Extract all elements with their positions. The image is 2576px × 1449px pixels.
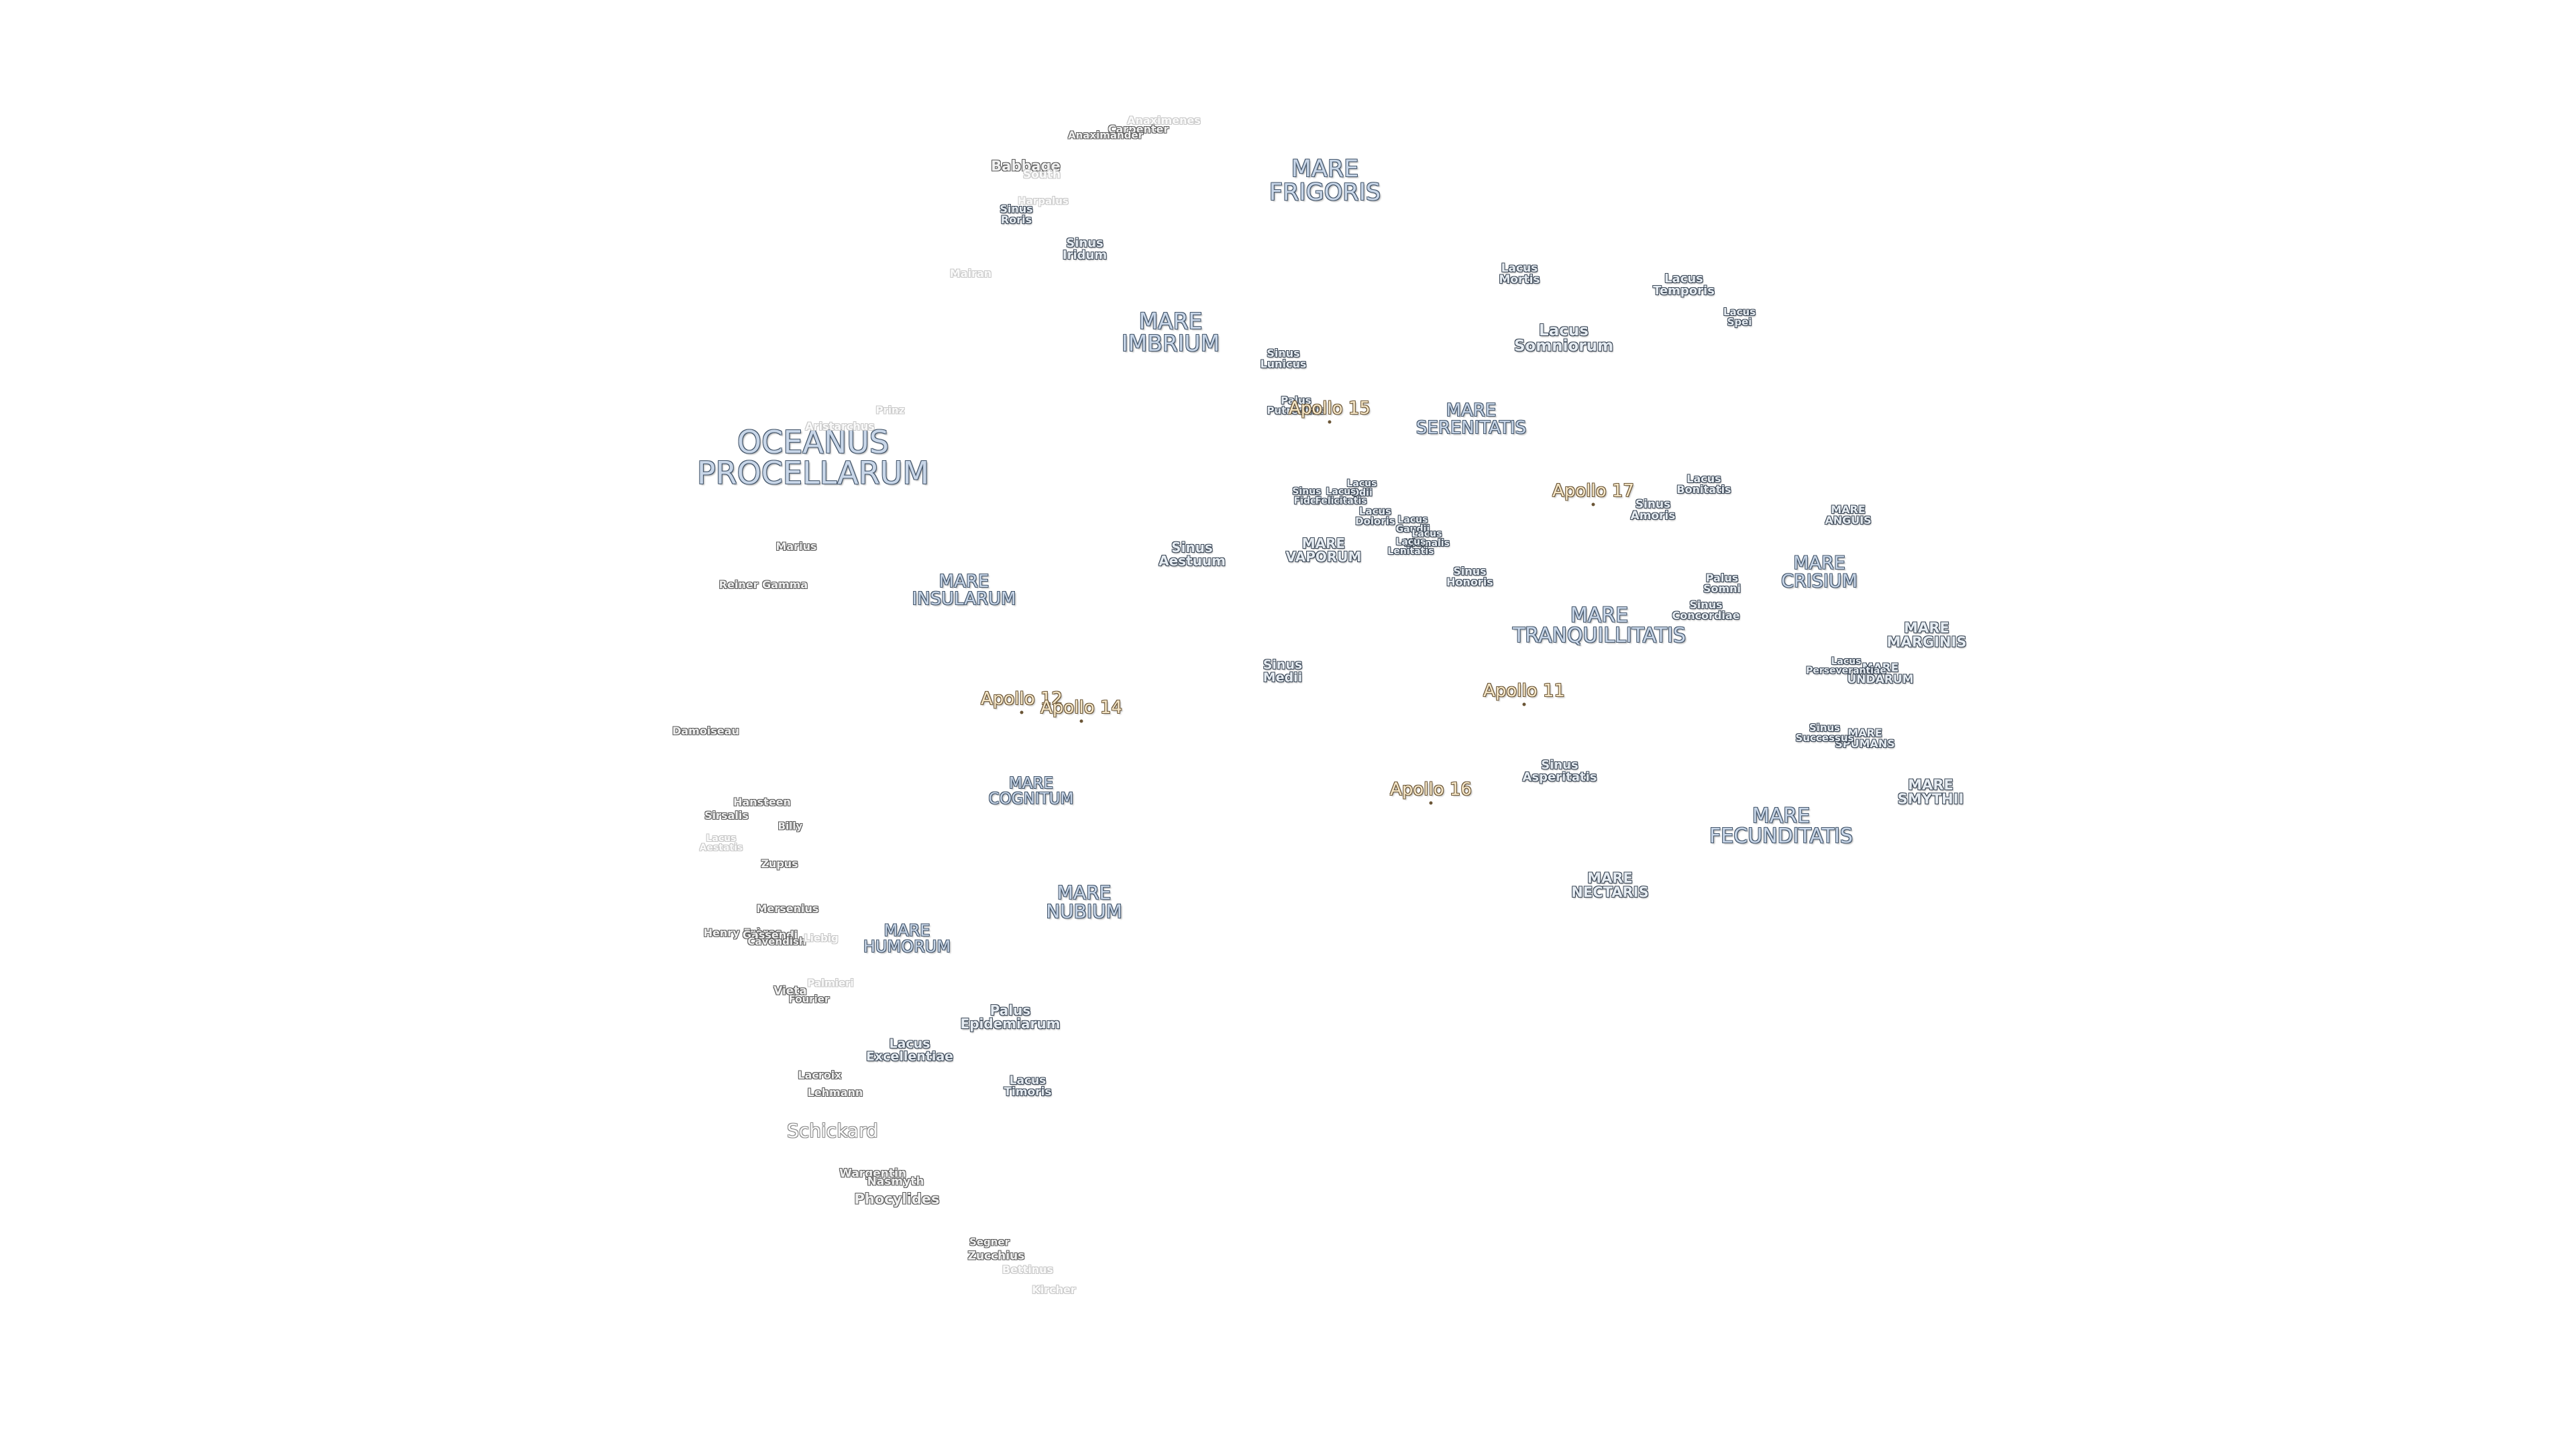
label-prinz[interactable]: Prinz (875, 404, 905, 417)
label-sinus-lunicus[interactable]: Sinus Lunicus (1260, 347, 1307, 370)
label-apollo-14[interactable]: Apollo 14 (1040, 698, 1122, 718)
label-palmieri[interactable]: Palmieri (807, 977, 854, 989)
label-palus-epidemiarum[interactable]: Palus Epidemiarum (960, 1002, 1061, 1032)
label-lacus-perseverantiae[interactable]: Lacus Perseverantiae (1806, 656, 1886, 676)
label-lacus-spei[interactable]: Lacus Spei (1723, 306, 1756, 328)
landing-site-marker[interactable] (1522, 702, 1526, 706)
label-bettinus[interactable]: Bettinus (1002, 1263, 1054, 1276)
label-sinus-roris[interactable]: Sinus Roris (1000, 203, 1033, 226)
label-lacus-odii[interactable]: Lacus Odii (1346, 478, 1377, 498)
label-phocylides[interactable]: Phocylides (854, 1191, 940, 1208)
label-kircher[interactable]: Kircher (1032, 1283, 1076, 1296)
label-lacus-temporis[interactable]: Lacus Temporis (1653, 272, 1715, 298)
label-mare-serenitatis[interactable]: MARE SERENITATIS (1415, 400, 1527, 438)
label-sinus-asperitatis[interactable]: Sinus Asperitatis (1522, 758, 1597, 784)
label-henry-freres[interactable]: Henry Frères (703, 926, 782, 939)
label-lacus-excellentiae[interactable]: Lacus Excellentiae (865, 1036, 954, 1064)
label-palus-somni[interactable]: Palus Somni (1703, 572, 1741, 595)
label-sinus-iridum[interactable]: Sinus Iridum (1062, 236, 1108, 262)
label-sinus-honoris[interactable]: Sinus Honoris (1446, 565, 1493, 588)
label-mare-humorum[interactable]: MARE HUMORUM (863, 921, 951, 956)
label-mare-marginis[interactable]: MARE MARGINIS (1886, 620, 1967, 650)
label-mare-imbrium[interactable]: MARE IMBRIUM (1121, 308, 1220, 356)
label-lacus-aestatis[interactable]: Lacus Aestatis (699, 833, 743, 853)
label-carpenter[interactable]: Carpenter (1108, 123, 1169, 136)
label-apollo-17[interactable]: Apollo 17 (1552, 481, 1634, 501)
label-lacus-felicitatis[interactable]: Lacus Felicitatis (1315, 486, 1367, 506)
label-lacus-gaudii[interactable]: Lacus Gaudii (1395, 515, 1430, 535)
label-marius[interactable]: Marius (775, 540, 817, 553)
label-lacus-lenitatis[interactable]: Lacus Lenitatis (1387, 537, 1434, 557)
label-mare-undarum[interactable]: MARE UNDARUM (1847, 661, 1914, 686)
label-mare-smythii[interactable]: MARE SMYTHII (1897, 777, 1964, 807)
label-palus-putredinis[interactable]: Palus Putredinis (1267, 394, 1326, 417)
label-apollo-12[interactable]: Apollo 12 (981, 689, 1063, 709)
landing-site-marker[interactable] (1591, 502, 1595, 506)
label-harpalus[interactable]: Harpalus (1018, 195, 1069, 207)
label-reiner-gamma[interactable]: Reiner Gamma (718, 578, 808, 591)
label-oceanus-procellarum[interactable]: OCEANUS PROCELLARUM (696, 424, 930, 491)
label-lacus-hiemalis[interactable]: Lacus Hiemalis (1404, 529, 1450, 549)
label-lehmann[interactable]: Lehmann (807, 1086, 863, 1099)
label-billy[interactable]: Billy (777, 820, 803, 833)
label-apollo-11[interactable]: Apollo 11 (1483, 681, 1565, 701)
label-mare-nubium[interactable]: MARE NUBIUM (1046, 881, 1122, 922)
label-apollo-16[interactable]: Apollo 16 (1390, 780, 1472, 800)
label-vieta[interactable]: Vieta (773, 984, 807, 998)
label-lacus-mortis[interactable]: Lacus Mortis (1499, 262, 1540, 286)
label-mare-nectaris[interactable]: MARE NECTARIS (1571, 870, 1649, 900)
label-apollo-15[interactable]: Apollo 15 (1289, 398, 1371, 419)
landing-site-marker[interactable] (1429, 801, 1433, 804)
label-zupus[interactable]: Zupus (761, 857, 798, 870)
label-mare-cognitum[interactable]: MARE COGNITUM (988, 775, 1074, 808)
label-sinus-fidei[interactable]: Sinus Fidei (1292, 486, 1322, 506)
label-mersenius[interactable]: Mersenius (756, 902, 819, 915)
label-mare-insularum[interactable]: MARE INSULARUM (912, 572, 1016, 609)
label-damoiseau[interactable]: Damoiseau (672, 724, 739, 737)
label-sinus-concordiae[interactable]: Sinus Concordiae (1672, 598, 1740, 622)
label-zucchius[interactable]: Zucchius (967, 1249, 1025, 1263)
label-lacus-bonitatis[interactable]: Lacus Bonitatis (1676, 472, 1731, 496)
label-gassendi[interactable]: Gassendi (742, 928, 798, 941)
label-lacus-doloris[interactable]: Lacus Doloris (1355, 505, 1395, 527)
label-mare-vaporum[interactable]: MARE VAPORUM (1285, 535, 1362, 565)
label-sinus-medii[interactable]: Sinus Medii (1263, 657, 1303, 685)
label-mare-anguis[interactable]: MARE ANGUIS (1825, 503, 1872, 527)
label-south[interactable]: South (1022, 168, 1061, 182)
label-lacus-somniorum[interactable]: Lacus Somniorum (1513, 322, 1614, 355)
label-sinus-amoris[interactable]: Sinus Amoris (1630, 498, 1676, 523)
label-schickard[interactable]: Schickard (787, 1120, 878, 1142)
landing-site-marker[interactable] (1328, 420, 1332, 423)
label-mare-fecunditatis[interactable]: MARE FECUNDITATIS (1709, 804, 1853, 848)
landing-site-marker[interactable] (1079, 719, 1083, 722)
label-mare-spumans[interactable]: MARE SPUMANS (1835, 727, 1895, 750)
label-babbage[interactable]: Babbage (991, 158, 1061, 174)
label-mare-frigoris[interactable]: MARE FRIGORIS (1269, 156, 1381, 206)
landing-site-marker[interactable] (1020, 710, 1024, 714)
label-fourier[interactable]: Fourier (788, 993, 830, 1006)
label-lacroix[interactable]: Lacroix (798, 1069, 842, 1081)
label-sirsalis[interactable]: Sirsalis (704, 809, 749, 822)
label-lacus-timoris[interactable]: Lacus Timoris (1004, 1074, 1052, 1099)
label-hansteen[interactable]: Hansteen (733, 796, 791, 808)
label-liebig[interactable]: Liebig (804, 932, 839, 945)
label-sinus-successus[interactable]: Sinus Successus (1795, 722, 1854, 744)
label-anaximenes[interactable]: Anaximenes (1127, 114, 1201, 127)
label-wargentin[interactable]: Wargentin (839, 1167, 906, 1181)
label-nasmyth[interactable]: Nasmyth (867, 1175, 924, 1189)
label-cavendish[interactable]: Cavendish (747, 935, 806, 948)
label-sinus-aestuum[interactable]: Sinus Aestuum (1159, 539, 1226, 569)
label-mare-tranquillitatis[interactable]: MARE TRANQUILLITATIS (1512, 604, 1686, 647)
label-anaximander[interactable]: Anaximander (1068, 129, 1143, 142)
label-mairan[interactable]: Mairan (949, 267, 992, 280)
label-aristarchus[interactable]: Aristarchus (805, 420, 875, 433)
label-mare-crisium[interactable]: MARE CRISIUM (1781, 553, 1858, 592)
label-segner[interactable]: Segner (969, 1236, 1010, 1248)
